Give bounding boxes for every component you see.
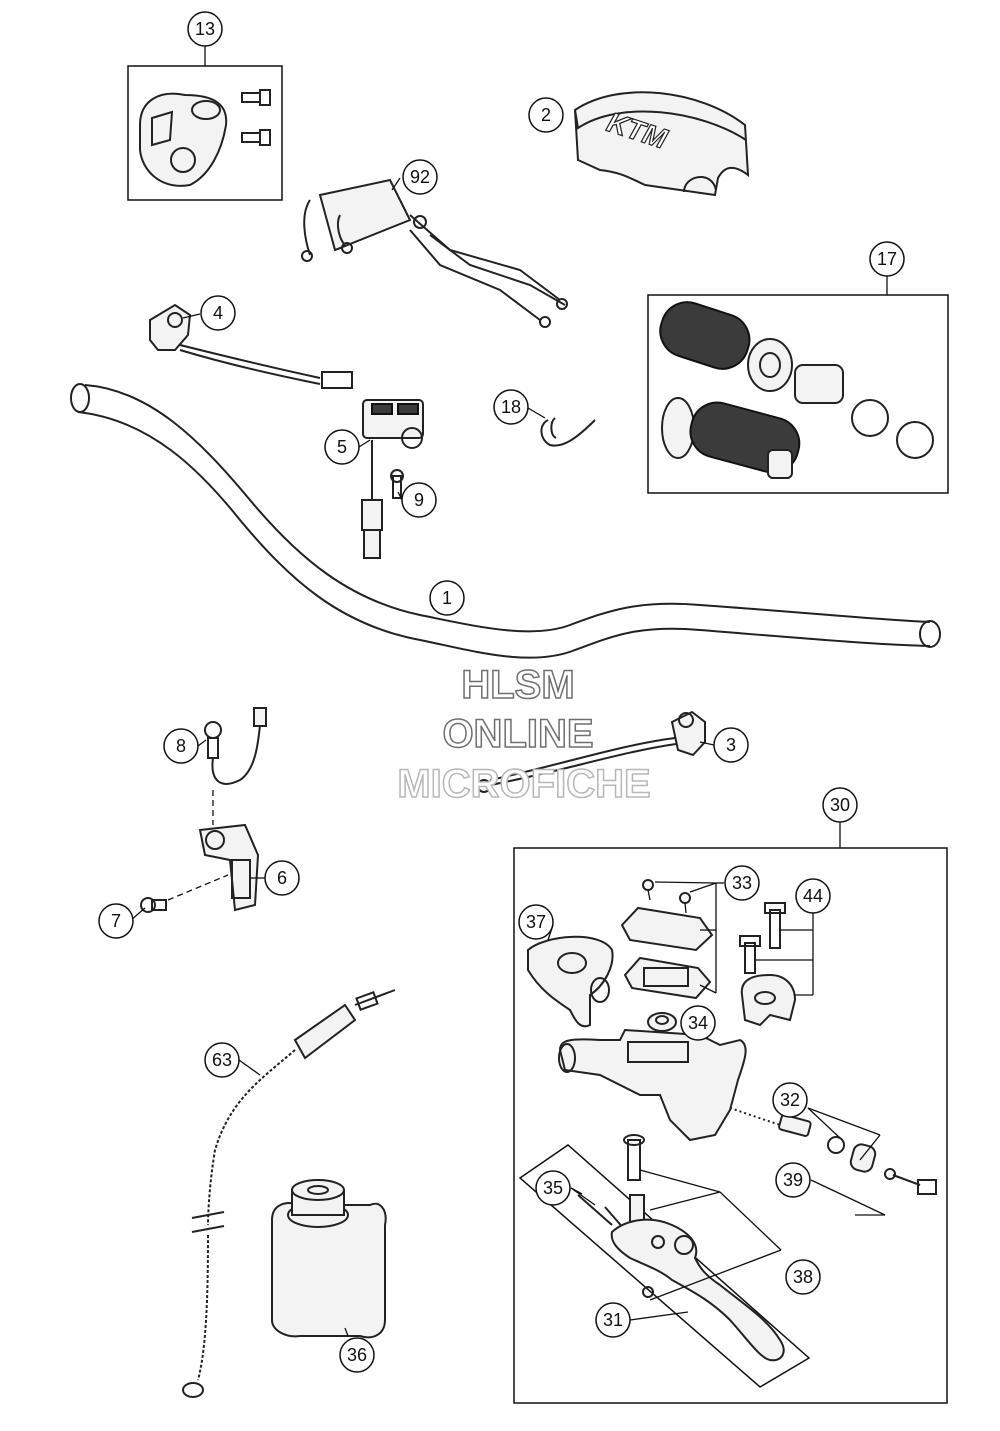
callout-label: 34: [688, 1013, 708, 1033]
master-cylinder-body[interactable]: [558, 1028, 747, 1142]
brake-hose-part-63[interactable]: [182, 989, 396, 1398]
watermark-line-2: ONLINE: [442, 712, 593, 756]
callout-8[interactable]: 8: [163, 728, 199, 764]
cable-tie-part-18[interactable]: [540, 417, 596, 447]
watermark-line-3: MICROFICHE: [397, 762, 650, 806]
callout-35[interactable]: 35: [535, 1170, 571, 1206]
callout-label: 38: [793, 1267, 813, 1287]
grip-icon-lower: [661, 397, 801, 479]
callout-label: 9: [414, 490, 424, 510]
callout-label: 44: [803, 886, 823, 906]
callout-38[interactable]: 38: [785, 1259, 821, 1295]
callout-label: 31: [603, 1310, 623, 1330]
callout-label: 17: [877, 249, 897, 269]
handlebar-pad-part-2[interactable]: KTM: [573, 91, 750, 197]
bolt-icon: [241, 89, 271, 146]
callout-label: 37: [526, 912, 546, 932]
brake-lever-part-38[interactable]: [610, 1218, 785, 1362]
throttle-assembly-part-92[interactable]: [301, 178, 568, 328]
callout-32[interactable]: 32: [772, 1082, 808, 1118]
sensor-part-8[interactable]: [204, 707, 267, 825]
callout-label: 4: [213, 303, 223, 323]
screw-part-7[interactable]: [140, 874, 229, 913]
callout-1[interactable]: 1: [429, 580, 465, 616]
circlip-part-39[interactable]: [827, 1136, 937, 1195]
callout-7[interactable]: 7: [98, 903, 134, 939]
callout-18[interactable]: 18: [493, 389, 529, 425]
callout-44[interactable]: 44: [795, 878, 831, 914]
grip-icon-upper: [659, 301, 934, 459]
kill-switch-part-4[interactable]: [149, 303, 353, 389]
watermark-line-1: HLSM: [461, 663, 574, 707]
callout-label: 39: [783, 1170, 803, 1190]
callout-label: 36: [347, 1345, 367, 1365]
switch-part-3[interactable]: [477, 710, 706, 793]
callout-9[interactable]: 9: [401, 482, 437, 518]
brake-fluid-can-part-36[interactable]: [271, 1179, 387, 1339]
piston-part-32[interactable]: [729, 1107, 812, 1137]
callout-label: 8: [176, 736, 186, 756]
reservoir-cover-part-33[interactable]: [620, 879, 714, 1000]
callout-31[interactable]: 31: [595, 1302, 631, 1338]
callout-34[interactable]: 34: [680, 1005, 716, 1041]
bracket-part-6[interactable]: [198, 823, 260, 912]
grips-part-17[interactable]: [654, 295, 934, 479]
callout-36[interactable]: 36: [339, 1337, 375, 1373]
bolt-part-9[interactable]: [390, 469, 404, 499]
callout-label: 32: [780, 1090, 800, 1110]
callout-label: 35: [543, 1178, 563, 1198]
callout-6[interactable]: 6: [264, 860, 300, 896]
callout-33[interactable]: 33: [724, 865, 760, 901]
throttle-housing-part-13[interactable]: [139, 89, 271, 187]
lever-frame-part-31[interactable]: [518, 1144, 811, 1388]
frame-part-17: [647, 294, 949, 494]
callout-2[interactable]: 2: [528, 97, 564, 133]
lever-guard-part-37[interactable]: [527, 935, 614, 1028]
callout-17[interactable]: 17: [869, 241, 905, 277]
callout-37[interactable]: 37: [518, 904, 554, 940]
callout-5[interactable]: 5: [324, 429, 360, 465]
callout-4[interactable]: 4: [200, 295, 236, 331]
handlebar-part-1[interactable]: [70, 383, 941, 659]
watermark: HLSM ONLINE MICROFICHE: [397, 662, 652, 807]
callout-39[interactable]: 39: [775, 1162, 811, 1198]
callout-label: 7: [111, 911, 121, 931]
callout-label: 92: [410, 167, 430, 187]
callout-label: 18: [501, 397, 521, 417]
callout-label: 33: [732, 873, 752, 893]
callout-13[interactable]: 13: [187, 11, 223, 47]
callout-label: 2: [541, 105, 551, 125]
switch-part-5[interactable]: [361, 399, 424, 559]
callout-3[interactable]: 3: [713, 727, 749, 763]
callout-label: 13: [195, 19, 215, 39]
callout-label: 63: [212, 1050, 232, 1070]
callout-label: 6: [277, 868, 287, 888]
callout-label: 3: [726, 735, 736, 755]
callout-label: 1: [442, 588, 452, 608]
frame-part-30: [513, 847, 948, 1404]
callout-30[interactable]: 30: [822, 787, 858, 823]
clamp-part-44[interactable]: [739, 902, 797, 1027]
callout-92[interactable]: 92: [402, 159, 438, 195]
callout-63[interactable]: 63: [204, 1042, 240, 1078]
callout-label: 30: [830, 795, 850, 815]
cap-part-34[interactable]: [647, 1012, 677, 1032]
callout-label: 5: [337, 437, 347, 457]
